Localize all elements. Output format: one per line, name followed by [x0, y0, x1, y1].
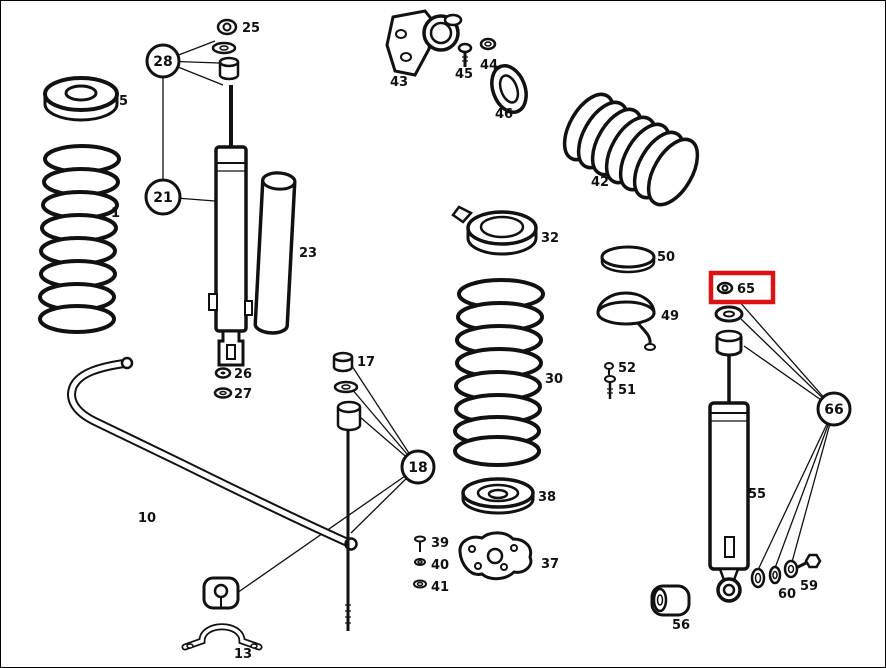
highlight-box-65: [708, 270, 776, 305]
part-45-bolt: [457, 42, 473, 67]
part-50-pad: [600, 245, 656, 274]
part-25-nut: [216, 18, 238, 36]
link-bolt: [345, 431, 351, 631]
part-60-washer: [768, 565, 782, 585]
part-1-coil-spring: [38, 144, 121, 334]
part-label-17: 17: [357, 355, 375, 370]
part-label-42: 42: [591, 175, 609, 190]
part-label-21: 21: [153, 190, 172, 206]
part-41-nut: [413, 579, 427, 589]
part-13-clamp-bracket: [181, 623, 263, 651]
part-5-spring-seat: [43, 76, 119, 122]
part-44-nut: [479, 37, 497, 51]
part-23-dust-tube: [253, 171, 297, 335]
part-label-44: 44: [480, 58, 498, 73]
part-label-1: 1: [111, 206, 120, 221]
part-label-23: 23: [299, 246, 317, 261]
part-label-50: 50: [657, 250, 675, 265]
part-52-bolt: [604, 362, 614, 375]
part-49-spring-cap: [596, 291, 656, 351]
part-label-10: 10: [138, 511, 156, 526]
callout-circle-28: 28: [145, 43, 181, 79]
stabilizer-bushing: [202, 576, 240, 610]
shock-mount-bushing: [218, 56, 240, 81]
shock-mount-washer: [211, 41, 237, 55]
part-label-51: 51: [618, 383, 636, 398]
part-label-27: 27: [234, 387, 252, 402]
part-label-66: 66: [824, 402, 843, 418]
part-30-coil-spring: [453, 278, 545, 467]
part-56-bushing: [650, 584, 691, 617]
part-label-65: 65: [737, 282, 755, 297]
part-label-37: 37: [541, 557, 559, 572]
part-label-25: 25: [242, 21, 260, 36]
part-label-45: 45: [455, 67, 473, 82]
part-label-46: 46: [495, 107, 513, 122]
part-55-shock-absorber: [708, 355, 750, 603]
part-51-bolt: [604, 375, 616, 399]
part-65-nut: [716, 281, 734, 295]
part-label-55: 55: [748, 487, 766, 502]
part-label-26: 26: [234, 367, 252, 382]
part-42-coil-spring: [562, 92, 700, 207]
part-label-38: 38: [538, 490, 556, 505]
callout-circle-66: 66: [816, 391, 852, 427]
part-32-spring-seat-ring: [451, 205, 538, 256]
link-washer: [333, 380, 359, 394]
callout-circle-21: 21: [144, 178, 182, 216]
part-label-60: 60: [778, 587, 796, 602]
part-label-30: 30: [545, 372, 563, 387]
part-label-13: 13: [234, 647, 252, 662]
part-label-59: 59: [800, 579, 818, 594]
link-bushing: [336, 400, 362, 432]
part-label-28: 28: [153, 54, 172, 70]
part-21-shock-absorber: [208, 85, 253, 367]
part-label-18: 18: [408, 460, 427, 476]
part-label-52: 52: [618, 361, 636, 376]
part-label-41: 41: [431, 580, 449, 595]
callout-lines: [162, 40, 835, 594]
part-46-mount-ring: [490, 64, 528, 114]
part-10-stabilizer-bar: [67, 356, 358, 551]
part-38-spring-seat: [461, 477, 535, 515]
part-label-56: 56: [672, 618, 690, 633]
part-label-49: 49: [661, 309, 679, 324]
eye-washer: [750, 567, 766, 589]
part-17-bushing: [332, 351, 354, 373]
part-40-nut: [414, 558, 426, 566]
part-26-washer: [214, 367, 232, 379]
part-labels: 1 5 25 23 26 27 43 45 44 46 42 32 50 49 …: [111, 21, 818, 662]
part-label-5: 5: [119, 94, 128, 109]
part-label-32: 32: [541, 231, 559, 246]
part-37-mounting-plate: [458, 531, 533, 581]
part-label-39: 39: [431, 536, 449, 551]
part-label-40: 40: [431, 558, 449, 573]
part-39-screw: [414, 535, 426, 552]
part-59-bolt: [783, 553, 822, 579]
shock-bushing: [715, 329, 743, 357]
shock-washer: [714, 305, 744, 323]
callout-circle-18: 18: [400, 449, 436, 485]
part-label-43: 43: [390, 75, 408, 90]
part-43-bracket: [385, 9, 463, 77]
part-27-washer: [213, 387, 233, 399]
